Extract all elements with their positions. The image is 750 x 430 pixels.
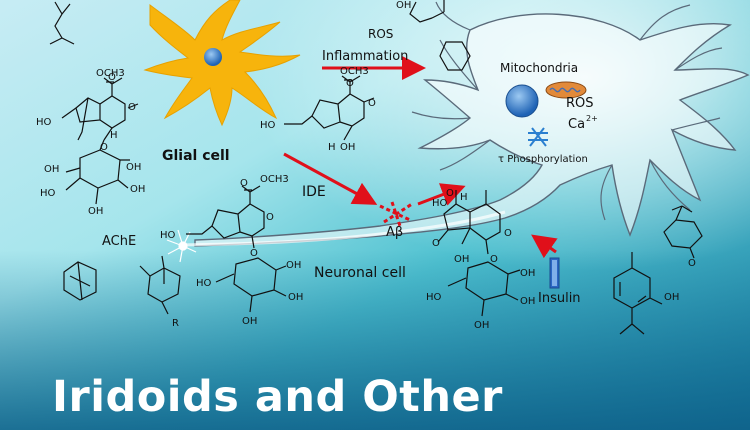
- chem-och3: OCH3: [260, 174, 289, 185]
- chem-o: O: [240, 178, 248, 189]
- axon: [179, 210, 506, 247]
- ache-star-icon: [166, 229, 197, 263]
- chem-ho: HO: [160, 230, 176, 241]
- chem-ho: HO: [432, 198, 448, 209]
- chem-h: H: [110, 130, 118, 141]
- chem-o: O: [432, 238, 440, 249]
- chem-ho: HO: [196, 278, 212, 289]
- label-ide: IDE: [302, 184, 326, 200]
- neuron-cell: [194, 13, 750, 247]
- arrow-glial-to-abeta: [283, 152, 378, 205]
- label-ca-superscript: 2+: [586, 114, 598, 123]
- chem-oh: OH: [474, 320, 489, 331]
- chem-o: O: [108, 72, 116, 83]
- label-mitochondria: Mitochondria: [500, 61, 578, 75]
- label-ca: Ca: [568, 117, 585, 132]
- red-arrows: [283, 56, 558, 259]
- arrow-insulin: [531, 234, 558, 259]
- label-glial-cell: Glial cell: [162, 148, 230, 164]
- background-bottom-shade: [0, 250, 750, 430]
- chem-o: O: [100, 142, 108, 153]
- label-inflammation: Inflammation: [322, 49, 408, 64]
- chem-oh: OH: [520, 268, 535, 279]
- chem-o: O: [128, 102, 136, 113]
- chem-r: R: [172, 318, 179, 329]
- chem-oh: OH: [126, 162, 141, 173]
- chem-oh: OH: [286, 260, 301, 271]
- chem-ho: HO: [426, 292, 442, 303]
- abeta-cluster-icon: [379, 201, 413, 227]
- glial-cell: [143, 0, 301, 127]
- arrow-abeta-to-neuron: [417, 183, 466, 206]
- chem-oh: OH: [44, 164, 59, 175]
- chem-o: O: [266, 212, 274, 223]
- title: Iridoids and Other: [52, 372, 503, 422]
- chem-ho: HO: [260, 120, 276, 131]
- chem-oh: OH: [88, 206, 103, 217]
- label-phosphorylation: τ Phosphorylation: [498, 154, 588, 165]
- chem-oh: OH: [454, 254, 469, 265]
- chem-o: O: [688, 258, 696, 269]
- label-ache: AChE: [102, 234, 136, 249]
- glial-nucleus: [204, 48, 222, 66]
- chemical-labels: OCH3 O HO O H O OH OH HO OH OH OCH3 O O …: [36, 0, 696, 331]
- chem-och3: OCH3: [96, 68, 125, 79]
- chem-h: H: [328, 142, 336, 153]
- mitochondria-icon: [545, 81, 587, 99]
- chem-oh: OH: [130, 184, 145, 195]
- chem-ho: HO: [40, 188, 56, 199]
- label-ros-cell: ROS: [566, 96, 594, 111]
- label-insulin: Insulin: [538, 291, 581, 306]
- chem-ho: HO: [36, 117, 52, 128]
- chem-o: O: [504, 228, 512, 239]
- insulin-receptor-icon: [549, 257, 560, 289]
- label-ros-top: ROS: [368, 27, 393, 41]
- chem-oh: OH: [242, 316, 257, 327]
- chem-h: H: [460, 192, 468, 203]
- chem-oh: OH: [664, 292, 679, 303]
- chem-o: O: [490, 254, 498, 265]
- chem-o: O: [346, 78, 354, 89]
- chem-o: O: [446, 188, 454, 199]
- phosphorylation-icon: [528, 127, 548, 147]
- chem-oh: OH: [520, 296, 535, 307]
- chem-och3: OCH3: [340, 66, 369, 77]
- label-neuronal-cell: Neuronal cell: [314, 265, 406, 281]
- dendrites: [411, 1, 723, 221]
- chemical-structures: [49, 0, 703, 335]
- chem-oh: OH: [396, 0, 411, 11]
- neuron-nucleus: [505, 84, 539, 118]
- label-abeta: Aβ: [386, 225, 403, 240]
- chem-o: O: [368, 98, 376, 109]
- chem-oh: OH: [288, 292, 303, 303]
- chem-o: O: [250, 248, 258, 259]
- chem-oh: OH: [340, 142, 355, 153]
